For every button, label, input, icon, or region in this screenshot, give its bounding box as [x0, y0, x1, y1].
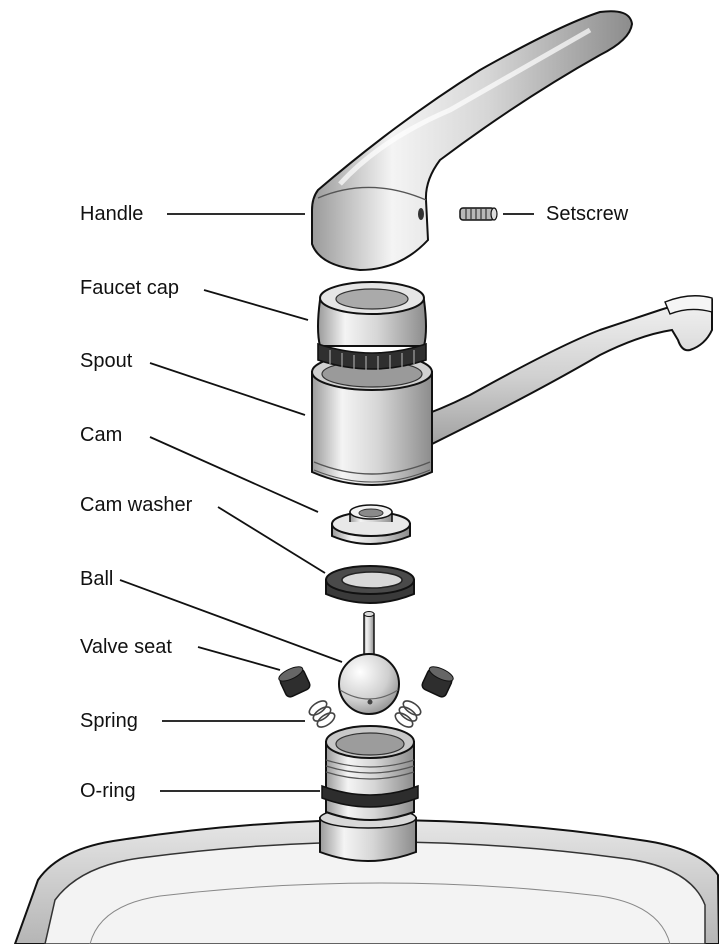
leader-faucet-cap [204, 290, 308, 320]
label-handle: Handle [80, 202, 143, 226]
faucet-body [322, 726, 418, 820]
ball-part [339, 612, 399, 715]
cam-part [332, 505, 410, 544]
leader-spout [150, 363, 305, 415]
spring-right [393, 698, 423, 730]
label-spring: Spring [80, 709, 138, 733]
leader-valve-seat [198, 647, 280, 670]
label-cam: Cam [80, 423, 122, 447]
label-valve-seat: Valve seat [80, 635, 172, 659]
label-setscrew: Setscrew [546, 202, 628, 226]
setscrew-part [460, 208, 497, 220]
label-faucet-cap: Faucet cap [80, 276, 179, 300]
spring-left [307, 698, 337, 730]
faucet-cap-part [318, 282, 426, 370]
label-o-ring: O-ring [80, 779, 136, 803]
label-ball: Ball [80, 567, 113, 591]
handle-part [312, 11, 632, 270]
label-cam-washer: Cam washer [80, 493, 192, 517]
cam-washer-part [326, 566, 414, 603]
label-spout: Spout [80, 349, 132, 373]
leader-cam-washer [218, 507, 325, 573]
